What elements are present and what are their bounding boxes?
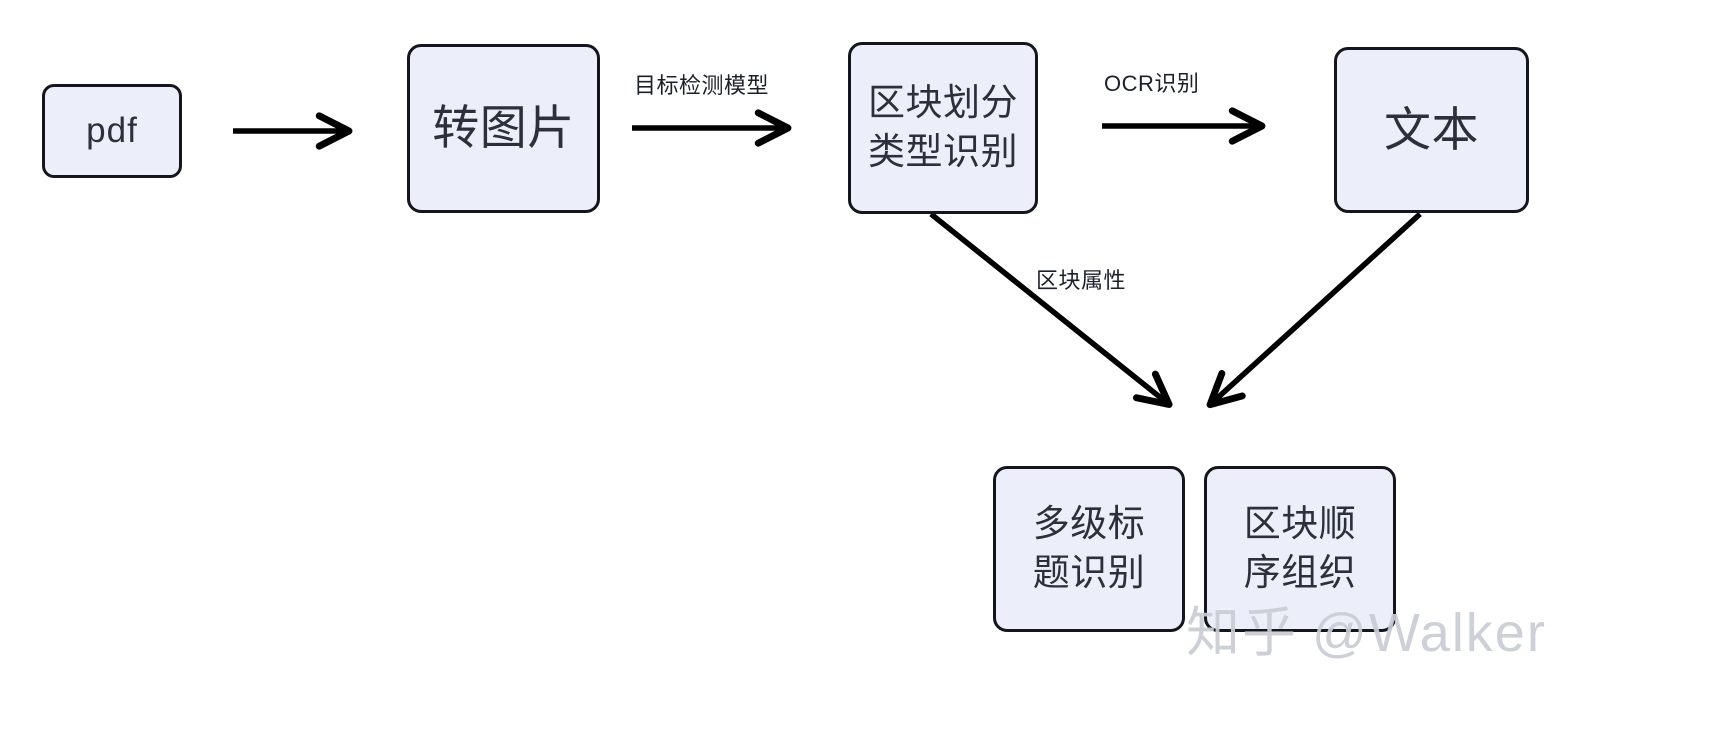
node-pdf[interactable]: pdf <box>42 84 182 178</box>
node-block-ordering[interactable]: 区块顺 序组织 <box>1204 466 1396 632</box>
node-text[interactable]: 文本 <box>1334 47 1529 213</box>
node-text-label: 文本 <box>1384 102 1479 156</box>
node-block-ordering-label: 区块顺 序组织 <box>1243 503 1357 593</box>
edge-label-block-attribute: 区块属性 <box>1036 268 1127 293</box>
node-block-classification-label: 区块划分 类型识别 <box>868 82 1018 172</box>
edge-blockclass-to-heading <box>929 211 1173 408</box>
edge-label-object-detection: 目标检测模型 <box>634 73 770 98</box>
node-to-image-label: 转图片 <box>432 101 575 155</box>
edge-text-to-order <box>1206 211 1422 409</box>
node-pdf-label: pdf <box>86 110 138 150</box>
node-heading-recognition-label: 多级标 题识别 <box>1032 503 1146 593</box>
node-to-image[interactable]: 转图片 <box>407 44 600 213</box>
edge-label-ocr: OCR识别 <box>1104 71 1200 96</box>
node-block-classification[interactable]: 区块划分 类型识别 <box>848 42 1038 214</box>
node-heading-recognition[interactable]: 多级标 题识别 <box>993 466 1185 632</box>
